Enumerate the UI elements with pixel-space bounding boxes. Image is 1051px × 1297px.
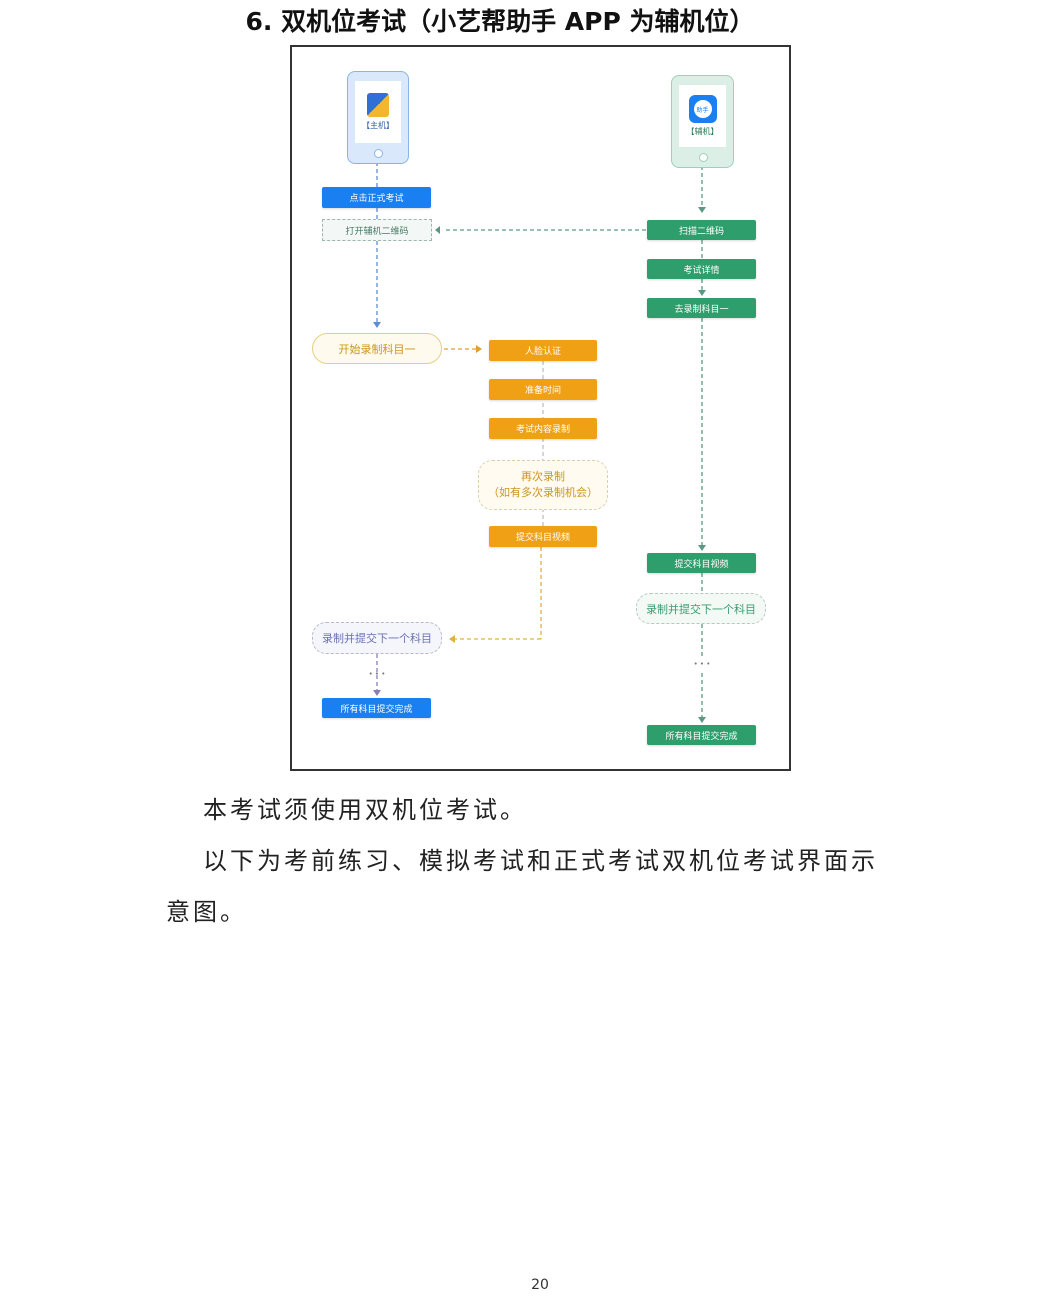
body-paragraph-1: 本考试须使用双机位考试。 [203, 796, 527, 824]
main-app-logo-icon [367, 93, 389, 117]
main-phone-label: 【主机】 [362, 121, 394, 130]
open-qr-step: 打开辅机二维码 [322, 219, 432, 241]
aux-next-subject-step: 录制并提交下一个科目 [636, 593, 766, 624]
aux-all-done-step: 所有科目提交完成 [647, 725, 756, 745]
aux-phone: 助手 【辅机】 [671, 75, 734, 168]
body-paragraph-2-cont: 意图。 [166, 898, 247, 926]
main-next-subject-step: 录制并提交下一个科目 [312, 622, 442, 654]
exam-detail-step: 考试详情 [647, 259, 756, 279]
flow-diagram-frame [290, 45, 791, 771]
content-record-step: 考试内容录制 [489, 418, 597, 439]
click-exam-step: 点击正式考试 [322, 187, 431, 208]
aux-phone-label: 【辅机】 [686, 127, 719, 136]
scan-qr-step: 扫描二维码 [647, 220, 756, 240]
body-paragraph-2: 以下为考前练习、模拟考试和正式考试双机位考试界面示 [203, 847, 878, 875]
aux-ellipsis: • • • [682, 658, 722, 670]
face-auth-step: 人脸认证 [489, 340, 597, 361]
go-record-step: 去录制科目一 [647, 298, 756, 318]
home-button-icon [698, 153, 708, 162]
start-record-step: 开始录制科目一 [312, 333, 442, 364]
rerecord-step: 再次录制 （如有多次录制机会） [478, 460, 608, 510]
section-heading: 6. 双机位考试（小艺帮助手 APP 为辅机位） [245, 7, 755, 36]
arrow-head [373, 322, 381, 328]
record-submit-video-step: 提交科目视频 [489, 526, 597, 547]
main-phone: 【主机】 [347, 71, 409, 164]
page-number: 20 [531, 1277, 549, 1293]
home-button-icon [374, 149, 383, 158]
prep-time-step: 准备时间 [489, 379, 597, 400]
main-ellipsis: • • • [368, 670, 386, 678]
main-all-done-step: 所有科目提交完成 [322, 698, 431, 718]
aux-submit-video-step: 提交科目视频 [647, 553, 756, 573]
aux-app-logo-icon: 助手 [688, 95, 717, 123]
